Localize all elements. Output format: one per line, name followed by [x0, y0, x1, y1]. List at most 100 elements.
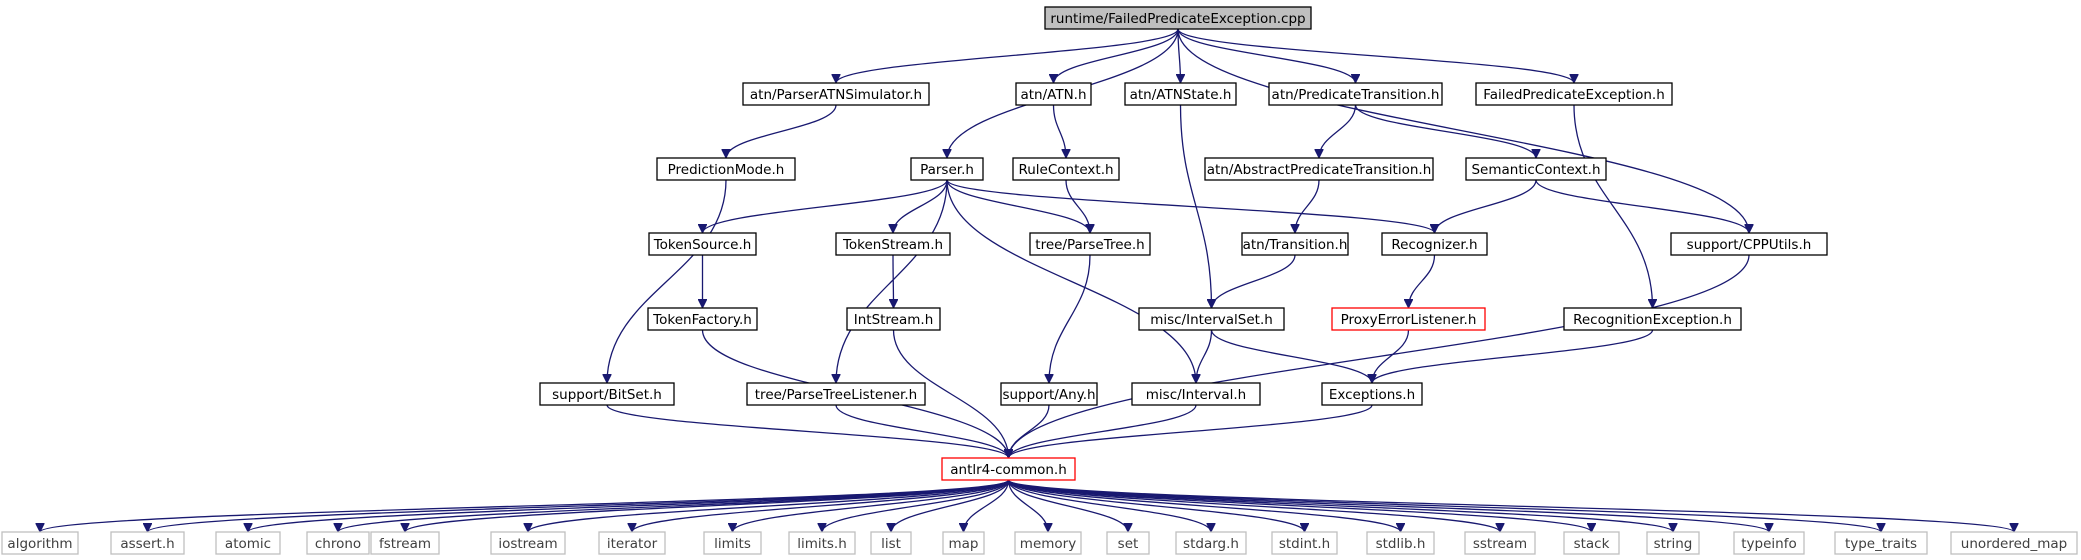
node-box — [846, 307, 941, 331]
node-label: ProxyErrorListener.h — [1341, 312, 1477, 328]
node-tree-parsetreelistener-h[interactable]: tree/ParseTreeListener.h — [746, 382, 926, 406]
edge-parser-to-interval — [946, 179, 1196, 383]
node-box — [1381, 232, 1488, 256]
node-algorithm: algorithm — [1, 531, 79, 555]
node-tree-parsetree-h[interactable]: tree/ParseTree.h — [1029, 232, 1151, 256]
node-box — [1475, 82, 1673, 106]
node-intstream-h[interactable]: IntStream.h — [846, 307, 941, 331]
node-tokenstream-h[interactable]: TokenStream.h — [835, 232, 951, 256]
node-runtime-failedpredicateexception-cpp[interactable]: runtime/FailedPredicateException.cpp — [1044, 6, 1312, 30]
node-box — [1012, 157, 1120, 181]
edge-root-to-atn — [1054, 28, 1179, 84]
edge-predtrans-to-semctx — [1354, 104, 1537, 159]
node-label: misc/IntervalSet.h — [1150, 312, 1273, 328]
node-support-any-h[interactable]: support/Any.h — [1000, 382, 1098, 406]
node-atomic: atomic — [215, 531, 281, 555]
edge-predtrans-to-abspred — [1319, 104, 1357, 159]
node-label: RecognitionException.h — [1573, 312, 1732, 328]
node-misc-intervalset-h[interactable]: misc/IntervalSet.h — [1138, 307, 1285, 331]
edge-exceptions-to-common — [1009, 404, 1373, 459]
node-proxyerrorlistener-h[interactable]: ProxyErrorListener.h — [1331, 307, 1486, 331]
edge-root-to-atnstate — [1178, 28, 1181, 83]
node-box — [110, 531, 185, 555]
node-support-bitset-h[interactable]: support/BitSet.h — [539, 382, 675, 406]
edge-common-to-s_stdlib — [1007, 479, 1401, 533]
edge-ptlistener-to-common — [835, 404, 1009, 459]
node-tokenfactory-h[interactable]: TokenFactory.h — [647, 307, 758, 331]
node-parser-h[interactable]: Parser.h — [910, 157, 984, 181]
edge-cpputils-to-common — [1009, 254, 1750, 458]
node-support-cpputils-h[interactable]: support/CPPUtils.h — [1670, 232, 1828, 256]
edge-common-to-s_iostream — [528, 479, 1010, 533]
node-semanticcontext-h[interactable]: SemanticContext.h — [1465, 157, 1607, 181]
node-failedpredicateexception-h[interactable]: FailedPredicateException.h — [1475, 82, 1673, 106]
node-recognizer-h[interactable]: Recognizer.h — [1381, 232, 1488, 256]
node-label: atn/PredicateTransition.h — [1272, 87, 1440, 103]
node-label: atomic — [225, 536, 271, 552]
node-misc-interval-h[interactable]: misc/Interval.h — [1131, 382, 1261, 406]
node-recognitionexception-h[interactable]: RecognitionException.h — [1563, 307, 1742, 331]
node-map: map — [942, 531, 985, 555]
node-label: Exceptions.h — [1329, 387, 1415, 403]
node-box — [1241, 232, 1349, 256]
edge-parser-to-tokenstream — [893, 179, 948, 234]
node-box — [910, 157, 984, 181]
node-box — [306, 531, 370, 555]
node-atn-abstractpredicatetransition-h[interactable]: atn/AbstractPredicateTransition.h — [1204, 157, 1434, 181]
node-exceptions-h[interactable]: Exceptions.h — [1321, 382, 1423, 406]
node-label: limits — [714, 536, 751, 552]
edge-common-to-s_chrono — [338, 479, 1010, 533]
node-box — [1124, 82, 1237, 106]
node-box — [490, 531, 566, 555]
node-label: TokenFactory.h — [652, 312, 752, 328]
node-box — [870, 531, 912, 555]
node-predictionmode-h[interactable]: PredictionMode.h — [656, 157, 796, 181]
node-antlr4-common-h[interactable]: antlr4-common.h — [941, 457, 1076, 481]
node-atn-atnstate-h[interactable]: atn/ATNState.h — [1124, 82, 1237, 106]
node-label: set — [1118, 536, 1139, 552]
edge-common-to-s_list — [891, 479, 1010, 533]
node-box — [1563, 531, 1620, 555]
node-stdint-h: stdint.h — [1271, 531, 1338, 555]
node-box — [703, 531, 762, 555]
edge-common-to-s_iterator — [632, 479, 1010, 533]
edge-parsetree-to-any — [1049, 254, 1091, 383]
edge-root-to-pas — [836, 28, 1179, 84]
node-tokensource-h[interactable]: TokenSource.h — [648, 232, 757, 256]
node-label: atn/Transition.h — [1243, 237, 1348, 253]
node-label: sstream — [1473, 536, 1527, 552]
edge-recognizer-to-proxy — [1409, 254, 1436, 309]
node-fstream: fstream — [370, 531, 440, 555]
edge-root-to-predtrans — [1177, 28, 1356, 84]
node-string: string — [1646, 531, 1700, 555]
node-label: Parser.h — [920, 162, 974, 178]
edge-common-to-s_stdint — [1007, 479, 1305, 533]
edge-common-to-s_string — [1007, 479, 1674, 533]
node-box — [941, 457, 1076, 481]
node-atn-atn-h[interactable]: atn/ATN.h — [1015, 82, 1092, 106]
node-atn-parseratnsimulator-h[interactable]: atn/ParserATNSimulator.h — [742, 82, 930, 106]
node-label: support/BitSet.h — [552, 387, 662, 403]
node-label: list — [881, 536, 901, 552]
node-label: support/CPPUtils.h — [1687, 237, 1812, 253]
node-limits: limits — [703, 531, 762, 555]
edge-semctx-to-cpputils — [1535, 179, 1749, 234]
edge-predmode-to-bitset — [607, 179, 727, 383]
node-box — [1464, 531, 1536, 555]
node-atn-predicatetransition-h[interactable]: atn/PredicateTransition.h — [1268, 82, 1443, 106]
edge-root-to-fpe — [1177, 28, 1574, 84]
edge-common-to-s_set — [1007, 479, 1129, 533]
node-label: RuleContext.h — [1018, 162, 1113, 178]
node-label: SemanticContext.h — [1471, 162, 1600, 178]
node-label: atn/ATN.h — [1020, 87, 1086, 103]
edge-common-to-s_type_traits — [1007, 479, 1882, 533]
node-box — [1268, 82, 1443, 106]
edge-common-to-s_unordered_map — [1007, 479, 2015, 533]
edge-pas-to-predmode — [726, 104, 837, 159]
node-label: misc/Interval.h — [1146, 387, 1246, 403]
node-atn-transition-h[interactable]: atn/Transition.h — [1241, 232, 1349, 256]
node-label: Recognizer.h — [1391, 237, 1477, 253]
node-rulecontext-h[interactable]: RuleContext.h — [1012, 157, 1120, 181]
node-label: algorithm — [7, 536, 72, 552]
